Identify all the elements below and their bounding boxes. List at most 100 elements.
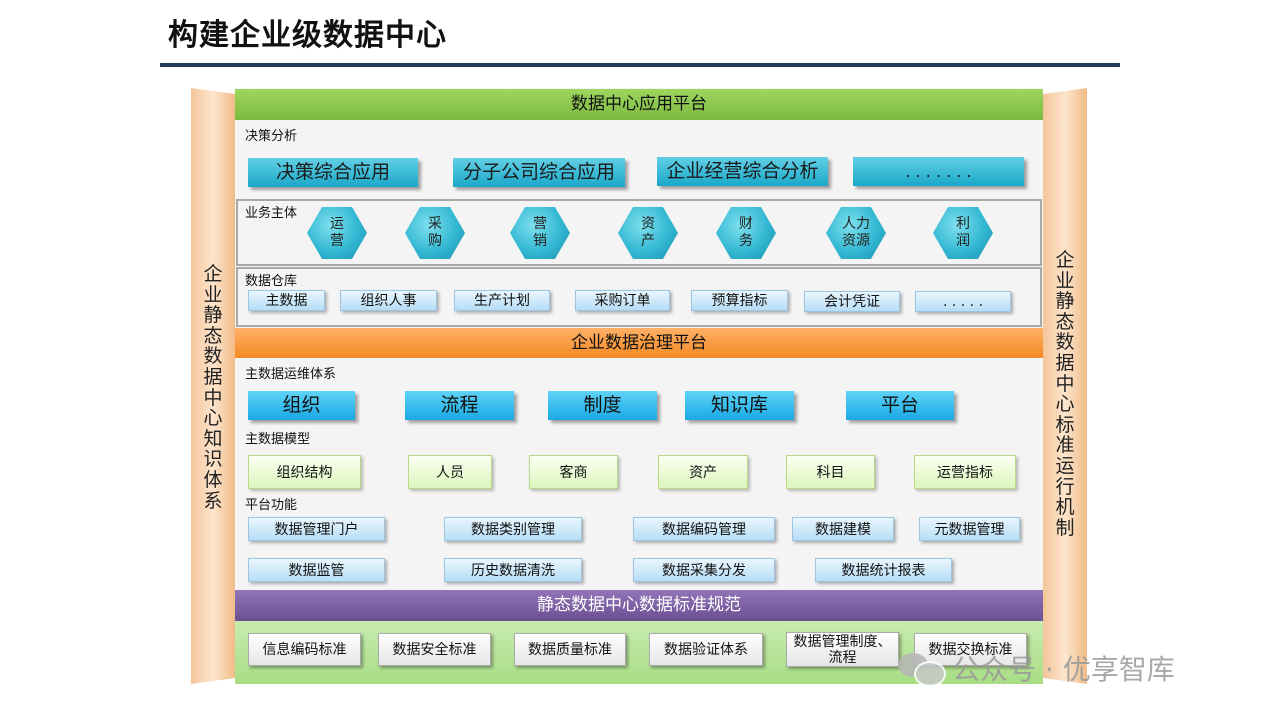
ops-item-4[interactable]: 平台 (846, 391, 954, 420)
ops-item-0[interactable]: 组织 (248, 391, 355, 420)
page-title: 构建企业级数据中心 (168, 18, 447, 53)
standards-band: 静态数据中心数据标准规范 (235, 590, 1043, 621)
right-pillar-char: 企 (1055, 249, 1075, 271)
function-item-1[interactable]: 数据类别管理 (444, 517, 582, 541)
standard-item-3[interactable]: 数据验证体系 (649, 633, 763, 666)
business-item-line: 营 (533, 216, 547, 232)
business-item-line: 润 (956, 233, 970, 249)
app-platform-band: 数据中心应用平台 (235, 89, 1043, 120)
right-pillar-char: 运 (1055, 454, 1075, 477)
decision-item-2[interactable]: 企业经营综合分析 (657, 157, 828, 186)
function-item-row2-0[interactable]: 数据监管 (248, 558, 385, 582)
function-item-row2-3[interactable]: 数据统计报表 (815, 558, 952, 582)
function-item-3[interactable]: 数据建模 (792, 517, 894, 541)
decision-item-0[interactable]: 决策综合应用 (248, 158, 418, 187)
business-item-line: 产 (641, 233, 655, 249)
business-item-label: 采购 (428, 216, 442, 250)
standard-item-0[interactable]: 信息编码标准 (248, 633, 361, 666)
standard-item-1[interactable]: 数据安全标准 (378, 633, 491, 666)
right-pillar-char: 制 (1055, 516, 1075, 539)
left-pillar-char: 识 (203, 448, 223, 471)
right-pillar-text: 企业静态数据中心标准运行机制 (1043, 250, 1087, 538)
left-pillar-text: 企业静态数据中心知识体系 (191, 264, 235, 511)
right-pillar-char: 标 (1055, 413, 1075, 436)
wechat-icon (898, 649, 946, 687)
standard-item-5[interactable]: 数据交换标准 (914, 633, 1027, 666)
business-item-label: 利润 (956, 216, 970, 250)
model-item-5[interactable]: 运营指标 (914, 455, 1016, 489)
decision-item-1[interactable]: 分子公司综合应用 (453, 158, 625, 187)
function-item-row2-1[interactable]: 历史数据清洗 (444, 558, 582, 582)
standard-item-2[interactable]: 数据质量标准 (514, 633, 626, 666)
model-item-1[interactable]: 人员 (408, 455, 492, 489)
business-item-line: 务 (739, 233, 753, 249)
warehouse-label: 数据仓库 (245, 274, 298, 289)
left-pillar-char: 知 (203, 427, 223, 450)
left-pillar-char: 数 (203, 345, 223, 368)
function-item-4[interactable]: 元数据管理 (919, 517, 1020, 541)
ops-item-2[interactable]: 制度 (548, 391, 657, 420)
business-item-line: 运 (330, 216, 344, 232)
warehouse-item-0[interactable]: 主数据 (248, 290, 325, 311)
business-item-line: 购 (428, 233, 442, 249)
business-item-label: 营销 (533, 216, 547, 250)
ops-label: 主数据运维体系 (245, 367, 337, 382)
warehouse-item-2[interactable]: 生产计划 (454, 290, 550, 311)
business-item-label: 人力资源 (842, 216, 870, 250)
left-pillar-char: 心 (203, 407, 223, 430)
right-pillar-char: 中 (1055, 372, 1075, 395)
business-label: 业务主体 (245, 206, 298, 221)
warehouse-item-4[interactable]: 预算指标 (691, 290, 788, 311)
business-item-line: 销 (533, 233, 547, 249)
business-item-line: 利 (956, 216, 970, 232)
right-pillar-char: 态 (1055, 310, 1075, 333)
watermark-text: 公众号 · 优享智库 (952, 653, 1175, 686)
right-pillar-operation-mechanism: 企业静态数据中心标准运行机制 (1043, 88, 1087, 684)
functions-label: 平台功能 (245, 498, 298, 513)
function-item-2[interactable]: 数据编码管理 (633, 517, 775, 541)
ops-item-3[interactable]: 知识库 (685, 391, 794, 420)
right-pillar-char: 机 (1055, 496, 1075, 519)
watermark: 公众号 · 优享智库 (898, 648, 1175, 688)
standard-item-4[interactable]: 数据管理制度、流程 (786, 632, 899, 667)
right-pillar-char: 行 (1055, 475, 1075, 498)
left-pillar-char: 业 (203, 283, 223, 306)
right-pillar-char: 心 (1055, 393, 1075, 416)
business-item-label: 财务 (739, 216, 753, 250)
business-item-label: 运营 (330, 216, 344, 250)
business-item-2[interactable]: 营销 (510, 207, 570, 259)
decision-item-3[interactable]: . . . . . . . (853, 157, 1024, 186)
business-item-1[interactable]: 采购 (405, 207, 465, 259)
model-item-4[interactable]: 科目 (786, 455, 875, 489)
warehouse-item-5[interactable]: 会计凭证 (804, 291, 900, 312)
business-item-5[interactable]: 人力资源 (826, 207, 886, 259)
right-pillar-char: 据 (1055, 351, 1075, 374)
right-pillar-char: 准 (1055, 434, 1075, 457)
function-item-row2-2[interactable]: 数据采集分发 (633, 558, 775, 582)
left-pillar-knowledge-system: 企业静态数据中心知识体系 (191, 88, 235, 684)
model-item-0[interactable]: 组织结构 (248, 455, 361, 489)
business-item-line: 财 (739, 216, 753, 232)
business-item-line: 人力 (842, 216, 870, 232)
governance-platform-band: 企业数据治理平台 (235, 328, 1043, 358)
left-pillar-char: 静 (203, 304, 223, 327)
ops-item-1[interactable]: 流程 (405, 391, 514, 420)
business-item-6[interactable]: 利润 (933, 207, 993, 259)
warehouse-item-6[interactable]: . . . . . (915, 291, 1011, 312)
model-item-2[interactable]: 客商 (529, 455, 618, 489)
warehouse-item-1[interactable]: 组织人事 (340, 290, 437, 311)
business-item-line: 资源 (842, 233, 870, 249)
business-item-line: 营 (330, 233, 344, 249)
business-item-4[interactable]: 财务 (716, 207, 776, 259)
left-pillar-char: 体 (203, 468, 223, 491)
left-pillar-char: 态 (203, 324, 223, 347)
warehouse-item-3[interactable]: 采购订单 (575, 290, 670, 311)
function-item-0[interactable]: 数据管理门户 (248, 517, 385, 541)
business-item-0[interactable]: 运营 (307, 207, 367, 259)
left-pillar-char: 中 (203, 386, 223, 409)
model-item-3[interactable]: 资产 (658, 455, 748, 489)
main-frame (235, 88, 1043, 684)
business-item-line: 资 (641, 216, 655, 232)
business-item-3[interactable]: 资产 (618, 207, 678, 259)
right-pillar-char: 业 (1055, 269, 1075, 292)
